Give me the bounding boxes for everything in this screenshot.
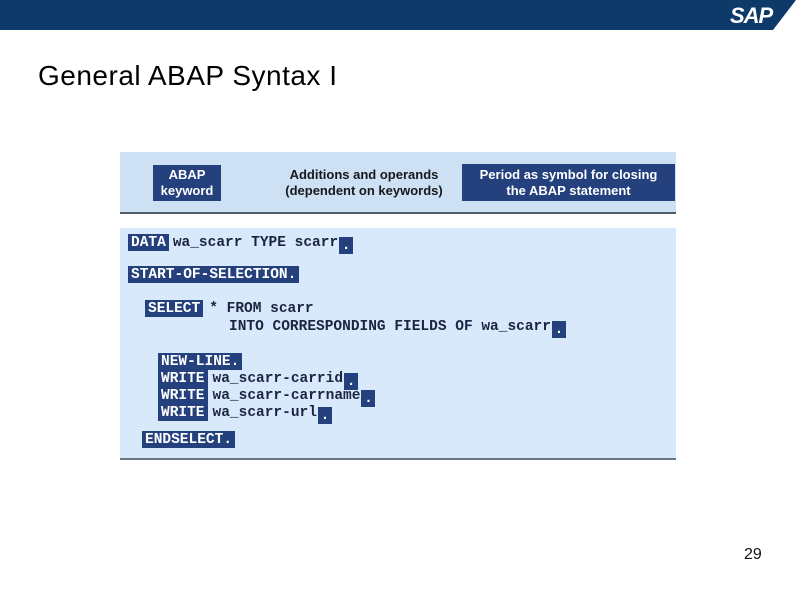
keyword-box: DATA — [128, 234, 169, 251]
legend-band: ABAP keyword Additions and operands (dep… — [120, 152, 676, 214]
code-line-start-of-selection: START-OF-SELECTION. — [128, 266, 300, 283]
code-operands: wa_scarr TYPE scarr — [172, 234, 339, 251]
legend-abap-keyword-line2: keyword — [160, 183, 214, 198]
sap-logo: SAP — [730, 0, 800, 30]
keyword-box: START-OF-SELECTION. — [128, 266, 300, 283]
code-line-write-url: WRITE wa_scarr-url . — [158, 404, 332, 424]
code-line-data: DATA wa_scarr TYPE scarr . — [128, 234, 354, 254]
code-line-endselect: ENDSELECT. — [142, 431, 236, 448]
page-title: General ABAP Syntax I — [38, 60, 338, 91]
sap-logo-diagonal — [773, 0, 800, 30]
keyword-box: WRITE — [158, 387, 208, 404]
keyword-box: WRITE — [158, 370, 208, 387]
code-operands: INTO CORRESPONDING FIELDS OF wa_scarr — [229, 318, 551, 335]
code-operands: * FROM scarr — [209, 300, 314, 317]
code-line-into: INTO CORRESPONDING FIELDS OF wa_scarr . — [229, 318, 566, 338]
code-line-write-carrid: WRITE wa_scarr-carrid . — [158, 370, 359, 390]
legend-additions-line2: (dependent on keywords) — [285, 183, 443, 198]
code-operands: wa_scarr-carrid — [212, 370, 344, 387]
keyword-box: WRITE — [158, 404, 208, 421]
keyword-box: NEW-LINE. — [158, 353, 243, 370]
legend-additions-line1: Additions and operands — [289, 167, 439, 182]
code-line-select: SELECT * FROM scarr — [145, 300, 314, 317]
code-operands: wa_scarr-carrname — [212, 387, 361, 404]
legend-abap-keyword-line1: ABAP — [168, 167, 206, 182]
legend-abap-keyword-box: ABAP keyword — [153, 165, 221, 201]
code-line-write-carrname: WRITE wa_scarr-carrname . — [158, 387, 376, 407]
legend-period-box: Period as symbol for closing the ABAP st… — [462, 164, 675, 201]
period-box: . — [339, 237, 354, 254]
page-number: 29 — [744, 546, 762, 563]
period-box: . — [551, 321, 566, 338]
period-box: . — [361, 390, 376, 407]
legend-additions-label: Additions and operands (dependent on key… — [268, 167, 460, 199]
period-box: . — [317, 407, 332, 424]
keyword-box: SELECT — [145, 300, 204, 317]
code-operands: wa_scarr-url — [212, 404, 317, 421]
code-line-new-line: NEW-LINE. — [158, 353, 243, 370]
code-panel: DATA wa_scarr TYPE scarr . START-OF-SELE… — [120, 228, 676, 460]
period-box: . — [344, 373, 359, 390]
brand-bar: SAP — [0, 0, 800, 30]
keyword-box: ENDSELECT. — [142, 431, 236, 448]
legend-period-line2: the ABAP statement — [506, 182, 631, 198]
sap-logo-text: SAP — [730, 3, 774, 28]
legend-period-line1: Period as symbol for closing — [479, 166, 658, 182]
